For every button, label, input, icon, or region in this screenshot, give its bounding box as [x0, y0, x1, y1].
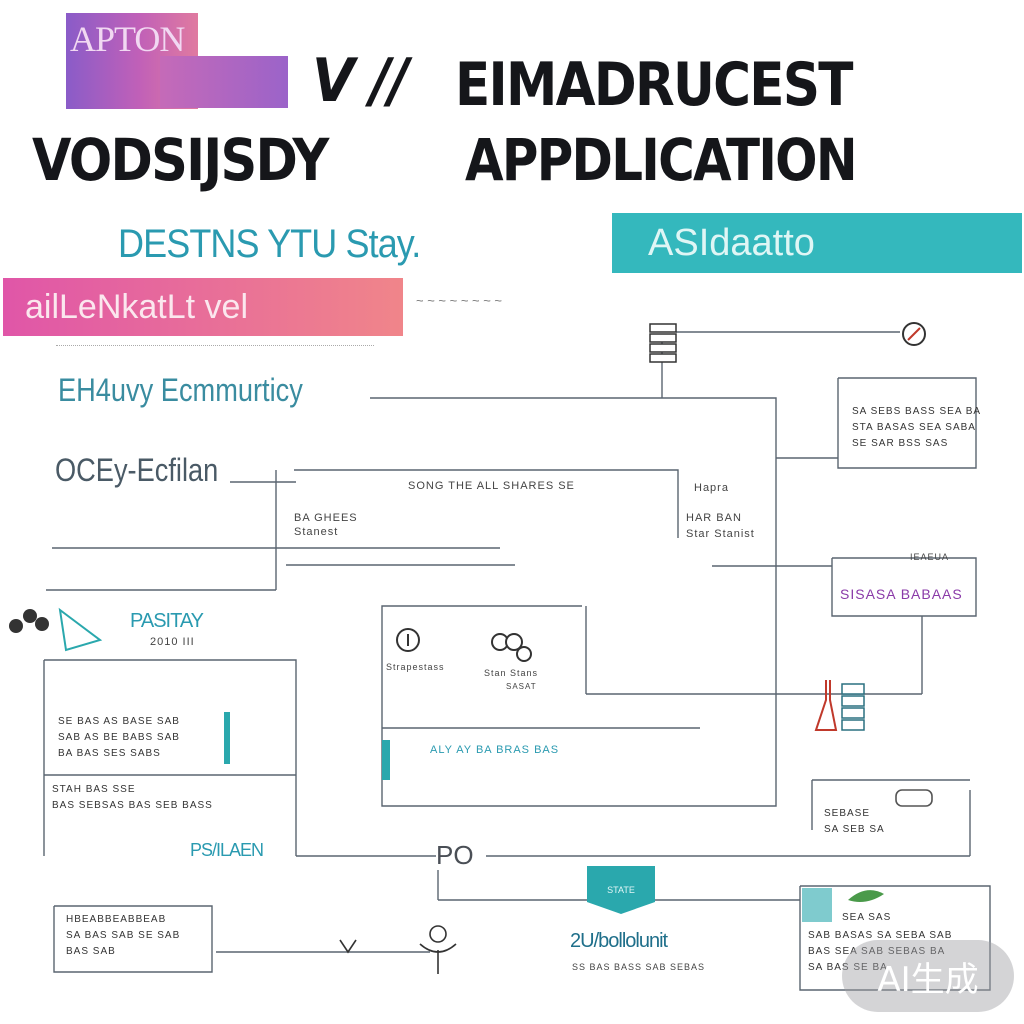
side-label-2: OCEy-Ecfilan	[55, 452, 219, 488]
bottom-right-line-3: BAS SEA SAB SEBAS BA	[808, 946, 946, 957]
subtitle: DESTNS YTU Stay.	[118, 222, 421, 266]
bottom-right-line-4: SA BAS SE BA	[808, 962, 888, 973]
pink-banner-caption: ~ ~ ~ ~ ~ ~ ~ ~	[416, 293, 503, 308]
database-stack-icon	[841, 683, 865, 731]
left-card-line-3: BA BAS SES SABS	[58, 748, 161, 759]
purple-caption: IEAEUA	[910, 552, 950, 562]
title-part-1: V //	[312, 46, 409, 116]
side-label-1: EH4uvy Ecmmurticy	[58, 372, 303, 408]
title-part-4: APPDLICATION	[465, 126, 858, 194]
bottom-left-line-1: HBEABBEABBEAB	[66, 914, 167, 925]
bottom-left-line-2: SA BAS SAB SE SAB	[66, 930, 181, 941]
left-card-line-2: SAB AS BE BABS SAB	[58, 732, 180, 743]
left-card-line-1: SE BAS AS BASE SAB	[58, 716, 180, 727]
left-lower-line-2: BAS SEBSAS BAS SEB BASS	[52, 800, 213, 811]
center-right-b: HAR BAN	[686, 512, 742, 524]
chevron-icon	[339, 939, 357, 954]
left-heading: PASITAY	[130, 610, 204, 632]
flask-icon	[814, 680, 838, 731]
logo-text: APTON	[70, 19, 185, 59]
divider	[56, 345, 374, 346]
right-card-line-1: SA SEBS BASS SEA BA	[852, 406, 982, 417]
right-lower-card-line-1: SEBASE	[824, 808, 871, 819]
pink-banner[interactable]: ailLeNkatLt vel	[3, 278, 403, 336]
people-icon	[491, 633, 532, 662]
center-header: SONG THE ALL SHARES SE	[408, 480, 575, 492]
bottom-right-line-2: SAB BASAS SA SEBA SAB	[808, 930, 953, 941]
gear-icon	[396, 628, 420, 652]
purple-label: SISASA BABAAS	[840, 586, 963, 602]
bottom-center-head: ALY AY BA BRAS BAS	[430, 744, 560, 756]
center-right-a: Hapra	[694, 482, 729, 494]
teal-action-button[interactable]: ASIdaatto	[612, 213, 1022, 273]
right-lower-card-line-2: SA SEB SA	[824, 824, 885, 835]
bottom-left-line-3: BAS SAB	[66, 946, 116, 957]
bottom-center-brand: 2U/bollolunit	[570, 930, 668, 952]
leaf-icon	[848, 890, 884, 902]
right-card-line-3: SE SAR BSS SAS	[852, 438, 949, 449]
plant-icon	[9, 607, 103, 652]
figure-icon	[419, 925, 457, 974]
icon-right-caption: Stan Stans	[484, 668, 539, 678]
close-icon	[902, 322, 926, 346]
left-lower-head: PS/ILAEN	[190, 840, 264, 860]
icon-left-caption: Strapestass	[386, 662, 445, 672]
center-left-a: BA GHEES	[294, 512, 358, 524]
left-lower-line-1: STAH BAS SSE	[52, 784, 136, 795]
right-card-line-2: STA BASAS SEA SABA	[852, 422, 976, 433]
logo-strip	[160, 56, 288, 108]
center-left-b: Stanest	[294, 526, 339, 538]
ai-generated-watermark: AI生成	[842, 940, 1014, 1012]
device-icon	[895, 789, 933, 807]
bottom-right-line-1: SEA SAS	[842, 912, 892, 923]
icon-right-sub: SASAT	[506, 682, 537, 691]
po-label: PO	[436, 840, 474, 870]
server-stack-icon	[649, 323, 677, 363]
center-right-c: Star Stanist	[686, 528, 755, 540]
title-part-3: VODSIJSDY	[32, 126, 329, 194]
title-part-2: EIMADRUCEST	[455, 50, 853, 120]
left-heading-sub: 2010 III	[150, 636, 195, 648]
bottom-center-caption: SS BAS BASS SAB SEBAS	[572, 962, 706, 972]
